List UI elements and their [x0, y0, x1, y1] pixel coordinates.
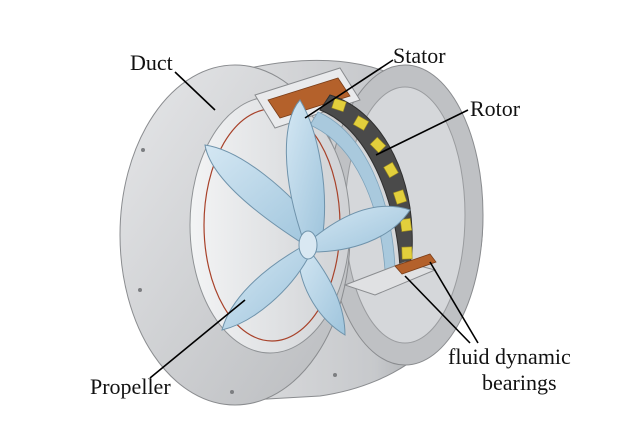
label-bearings-line1: fluid dynamic	[448, 344, 571, 369]
propeller-hub	[298, 230, 318, 260]
leader-lines	[149, 59, 479, 379]
label-duct: Duct	[130, 50, 173, 75]
label-bearings-line2: bearings	[482, 370, 557, 395]
rotor-magnets	[331, 98, 413, 260]
label-stator: Stator	[393, 43, 446, 68]
label-propeller: Propeller	[90, 374, 171, 399]
propeller-blades	[204, 99, 411, 336]
label-rotor: Rotor	[470, 96, 521, 121]
